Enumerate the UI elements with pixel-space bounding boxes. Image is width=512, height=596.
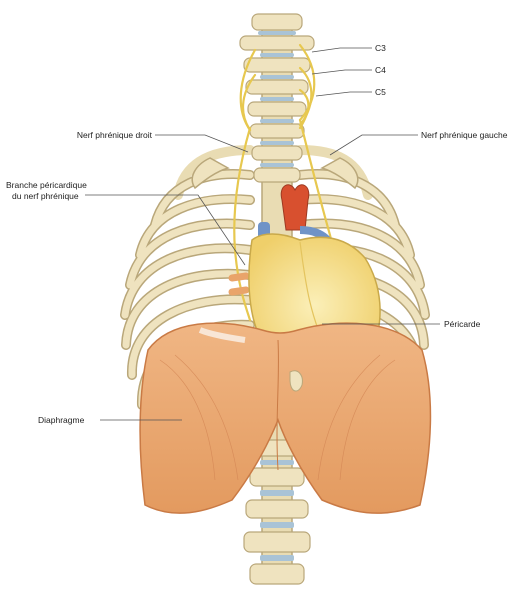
label-c3: C3 (375, 43, 386, 53)
label-left-phrenic-nerve: Nerf phrénique gauche (421, 130, 507, 140)
label-c4: C4 (375, 65, 386, 75)
label-right-phrenic-nerve: Nerf phrénique droit (77, 130, 152, 140)
label-diaphragm: Diaphragme (38, 415, 84, 425)
label-pericardium: Péricarde (444, 319, 480, 329)
label-pericardial-branch-line2: du nerf phrénique (12, 191, 79, 201)
label-c5: C5 (375, 87, 386, 97)
label-pericardial-branch-line1: Branche péricardique (6, 180, 87, 190)
